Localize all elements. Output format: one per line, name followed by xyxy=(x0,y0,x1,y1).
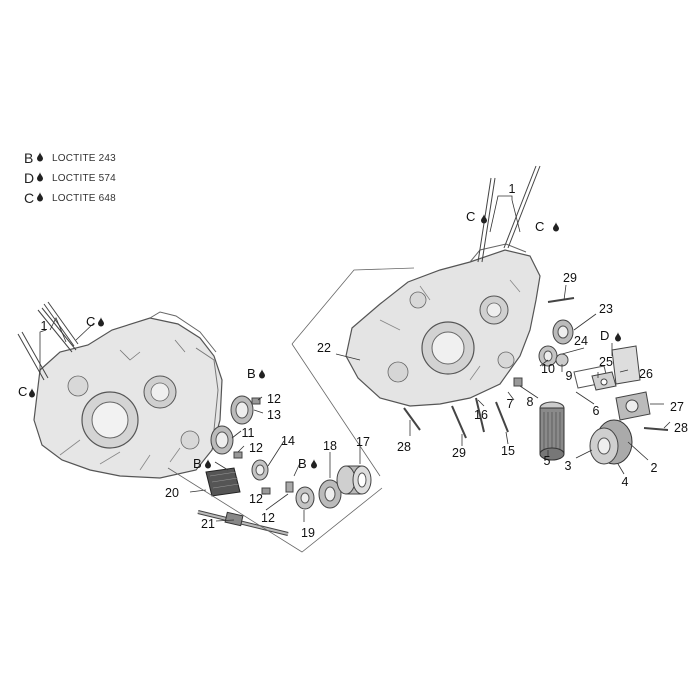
callout-21: 21 xyxy=(201,517,215,531)
left-crankcase-half xyxy=(33,311,223,479)
callout-13: 13 xyxy=(267,408,281,422)
filter-5 xyxy=(539,401,565,461)
callout-c-left-bottom: C xyxy=(18,384,27,399)
callout-10: 10 xyxy=(541,362,555,376)
callout-14: 14 xyxy=(281,434,295,448)
legend-row-c: C LOCTITE 648 xyxy=(24,188,116,208)
callout-28-right: 28 xyxy=(674,421,688,435)
legend-letter: D xyxy=(24,170,35,186)
drop-icon xyxy=(36,149,52,167)
callout-5: 5 xyxy=(544,454,551,468)
callout-25: 25 xyxy=(599,355,613,369)
callout-12-a: 12 xyxy=(267,392,281,406)
callout-labels: 1 C C B 12 13 11 12 14 B B 18 17 20 12 1… xyxy=(18,182,688,540)
legend-letter: C xyxy=(24,190,35,206)
plug-8 xyxy=(513,377,523,387)
seal-23 xyxy=(552,319,574,345)
callout-9: 9 xyxy=(566,369,573,383)
bolt-29-top xyxy=(547,297,575,303)
callout-27: 27 xyxy=(670,400,684,414)
bracket-25 xyxy=(591,371,617,391)
pump-27 xyxy=(615,391,651,421)
callout-29-top: 29 xyxy=(563,271,577,285)
legend-letter: B xyxy=(24,150,34,166)
legend-text: LOCTITE 574 xyxy=(52,172,116,184)
callout-c-right-left: C xyxy=(466,209,475,224)
callout-1-right: 1 xyxy=(509,182,516,196)
bolt-28-right xyxy=(643,427,669,431)
callout-1-left: 1 xyxy=(41,319,48,333)
legend-text: LOCTITE 243 xyxy=(52,152,116,164)
callout-28-left: 28 xyxy=(397,440,411,454)
callout-29-bottom: 29 xyxy=(452,446,466,460)
callout-b-left: B xyxy=(247,366,256,381)
seal-10 xyxy=(538,345,558,367)
callout-3: 3 xyxy=(565,459,572,473)
screw-12-low xyxy=(261,487,271,495)
callout-23: 23 xyxy=(599,302,613,316)
callout-d: D xyxy=(600,328,609,343)
screw-12-mid xyxy=(233,451,243,459)
callout-11: 11 xyxy=(242,426,255,440)
pin-12 xyxy=(285,481,294,493)
callout-18: 18 xyxy=(323,439,337,453)
right-studs xyxy=(477,165,541,263)
bearing-17 xyxy=(336,465,372,495)
callout-2: 2 xyxy=(651,461,658,475)
callout-15: 15 xyxy=(501,444,515,458)
callout-12-d: 12 xyxy=(261,511,275,525)
filter-screen xyxy=(205,467,241,497)
loctite-legend: B LOCTITE 243 D LOCTITE 574 C LOCTITE 64… xyxy=(24,148,116,208)
bolts-16-15-29-28 xyxy=(403,397,509,439)
drop-icon xyxy=(36,169,52,187)
callout-b-right: B xyxy=(298,456,307,471)
callout-20: 20 xyxy=(165,486,179,500)
cover-4 xyxy=(589,419,633,465)
callout-6: 6 xyxy=(593,404,600,418)
callout-b-mid: B xyxy=(193,456,202,471)
callout-8: 8 xyxy=(527,395,534,409)
right-leaders xyxy=(335,195,671,475)
left-leaders xyxy=(39,317,361,522)
legend-row-d: D LOCTITE 574 xyxy=(24,168,116,188)
callout-22: 22 xyxy=(317,341,331,355)
callout-12-c: 12 xyxy=(249,492,263,506)
callout-7: 7 xyxy=(507,397,514,411)
callout-4: 4 xyxy=(622,475,629,489)
callout-16: 16 xyxy=(474,408,488,422)
bearing-14 xyxy=(251,459,269,481)
bearing-11 xyxy=(210,425,234,455)
callout-19: 19 xyxy=(301,526,315,540)
legend-row-b: B LOCTITE 243 xyxy=(24,148,116,168)
right-crankcase-half xyxy=(345,243,541,407)
callout-c-left-top: C xyxy=(86,314,95,329)
legend-text: LOCTITE 648 xyxy=(52,192,116,204)
assembly-outline xyxy=(167,267,415,553)
callout-26: 26 xyxy=(639,367,653,381)
right-small-parts xyxy=(403,297,669,465)
bearing-13 xyxy=(230,395,254,425)
screw-12-top xyxy=(251,397,261,405)
callout-24: 24 xyxy=(574,334,588,348)
drop-icon xyxy=(36,189,52,207)
callout-17: 17 xyxy=(356,435,370,449)
bearing-18 xyxy=(318,479,342,509)
callout-c-right-right: C xyxy=(535,219,544,234)
plate-26 xyxy=(611,345,641,385)
bearing-19 xyxy=(295,486,315,510)
shaft-21 xyxy=(197,510,289,536)
callout-12-b: 12 xyxy=(249,441,263,455)
left-small-parts xyxy=(197,395,372,536)
